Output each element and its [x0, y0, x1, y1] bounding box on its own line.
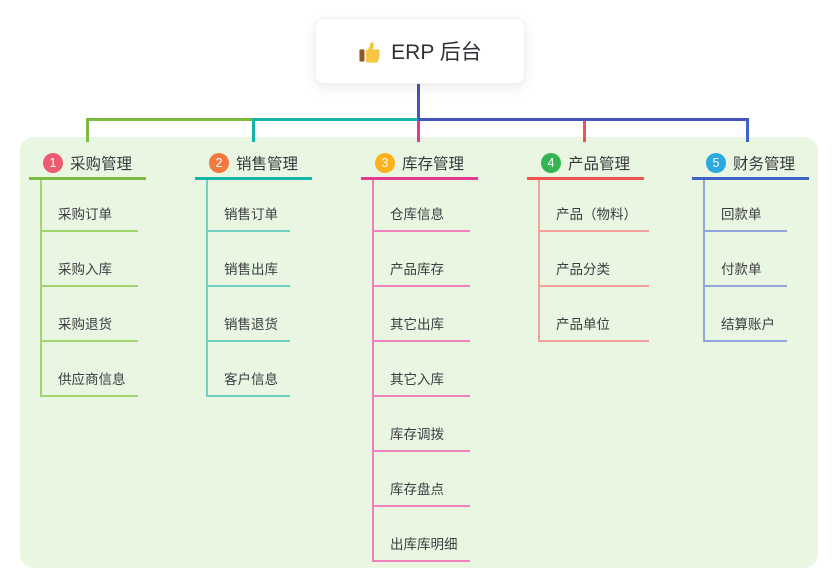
child-node[interactable]: 仓库信息	[374, 180, 470, 232]
branch-label: 采购管理	[70, 156, 133, 173]
child-node[interactable]: 采购入库	[42, 232, 138, 287]
branch-label: 销售管理	[236, 156, 299, 173]
branch-children: 采购订单 采购入库 采购退货 供应商信息	[40, 180, 138, 397]
branch-number-badge: 1	[43, 153, 63, 173]
child-node[interactable]: 产品库存	[374, 232, 470, 287]
child-node-label: 销售退货	[224, 317, 278, 332]
child-node-label: 出库库明细	[390, 537, 458, 552]
child-node-label: 供应商信息	[58, 372, 126, 387]
child-node[interactable]: 销售订单	[208, 180, 290, 232]
child-node-label: 其它入库	[390, 372, 444, 387]
connector-branch-4-drop	[583, 118, 586, 142]
child-node[interactable]: 产品单位	[540, 287, 649, 342]
branch-column-1: 1 采购管理 采购订单 采购入库 采购退货 供应商信息	[29, 148, 147, 397]
branch-children: 回款单 付款单 结算账户	[703, 180, 787, 342]
branch-header[interactable]: 3 库存管理	[361, 148, 479, 180]
child-node-label: 销售订单	[224, 207, 278, 222]
branch-column-4: 4 产品管理 产品（物料） 产品分类 产品单位	[527, 148, 649, 342]
child-node[interactable]: 销售退货	[208, 287, 290, 342]
child-node-label: 销售出库	[224, 262, 278, 277]
mindmap-panel	[20, 137, 818, 568]
branch-number-badge: 3	[375, 153, 395, 173]
child-node-label: 结算账户	[721, 317, 775, 332]
child-node[interactable]: 库存盘点	[374, 452, 470, 507]
branch-number-badge: 2	[209, 153, 229, 173]
connector-rail-mid-teal	[252, 118, 418, 121]
child-node[interactable]: 付款单	[705, 232, 787, 287]
branch-header[interactable]: 2 销售管理	[195, 148, 313, 180]
child-node[interactable]: 结算账户	[705, 287, 787, 342]
branch-label: 财务管理	[733, 156, 796, 173]
thumbs-up-icon	[359, 41, 381, 63]
connector-branch-5-drop	[746, 118, 749, 142]
child-node-label: 其它出库	[390, 317, 444, 332]
connector-branch-2-drop	[252, 118, 255, 142]
branch-header[interactable]: 1 采购管理	[29, 148, 147, 180]
branch-number-badge: 5	[706, 153, 726, 173]
connector-branch-3-drop	[417, 118, 420, 142]
child-node[interactable]: 库存调拨	[374, 397, 470, 452]
child-node-label: 采购订单	[58, 207, 112, 222]
branch-children: 销售订单 销售出库 销售退货 客户信息	[206, 180, 290, 397]
child-node[interactable]: 其它出库	[374, 287, 470, 342]
branch-header[interactable]: 5 财务管理	[692, 148, 810, 180]
root-node-label: ERP 后台	[391, 41, 482, 64]
child-node-label: 客户信息	[224, 372, 278, 387]
child-node-label: 产品（物料）	[556, 207, 637, 222]
branch-label: 库存管理	[402, 156, 465, 173]
child-node[interactable]: 客户信息	[208, 342, 290, 397]
child-node[interactable]: 产品分类	[540, 232, 649, 287]
child-node[interactable]: 回款单	[705, 180, 787, 232]
child-node-label: 付款单	[721, 262, 762, 277]
branch-number-badge: 4	[541, 153, 561, 173]
branch-children: 产品（物料） 产品分类 产品单位	[538, 180, 649, 342]
connector-branch-1-drop	[86, 118, 89, 142]
child-node-label: 采购入库	[58, 262, 112, 277]
child-node-label: 产品库存	[390, 262, 444, 277]
child-node-label: 采购退货	[58, 317, 112, 332]
child-node[interactable]: 采购订单	[42, 180, 138, 232]
child-node-label: 产品单位	[556, 317, 610, 332]
child-node-label: 仓库信息	[390, 207, 444, 222]
child-node-label: 产品分类	[556, 262, 610, 277]
branch-column-3: 3 库存管理 仓库信息 产品库存 其它出库 其它入库 库存调拨 库存盘点 出库库…	[361, 148, 479, 562]
branch-children: 仓库信息 产品库存 其它出库 其它入库 库存调拨 库存盘点 出库库明细	[372, 180, 470, 562]
child-node[interactable]: 产品（物料）	[540, 180, 649, 232]
child-node[interactable]: 出库库明细	[374, 507, 470, 562]
root-node[interactable]: ERP 后台	[315, 18, 525, 84]
child-node[interactable]: 供应商信息	[42, 342, 138, 397]
child-node[interactable]: 采购退货	[42, 287, 138, 342]
branch-header[interactable]: 4 产品管理	[527, 148, 645, 180]
connector-root-stem	[417, 82, 420, 119]
connector-rail-left-green	[86, 118, 254, 121]
child-node[interactable]: 销售出库	[208, 232, 290, 287]
branch-column-5: 5 财务管理 回款单 付款单 结算账户	[692, 148, 810, 342]
child-node-label: 回款单	[721, 207, 762, 222]
child-node[interactable]: 其它入库	[374, 342, 470, 397]
child-node-label: 库存调拨	[390, 427, 444, 442]
connector-rail-right-blue	[418, 118, 749, 121]
child-node-label: 库存盘点	[390, 482, 444, 497]
branch-column-2: 2 销售管理 销售订单 销售出库 销售退货 客户信息	[195, 148, 313, 397]
branch-label: 产品管理	[568, 156, 631, 173]
